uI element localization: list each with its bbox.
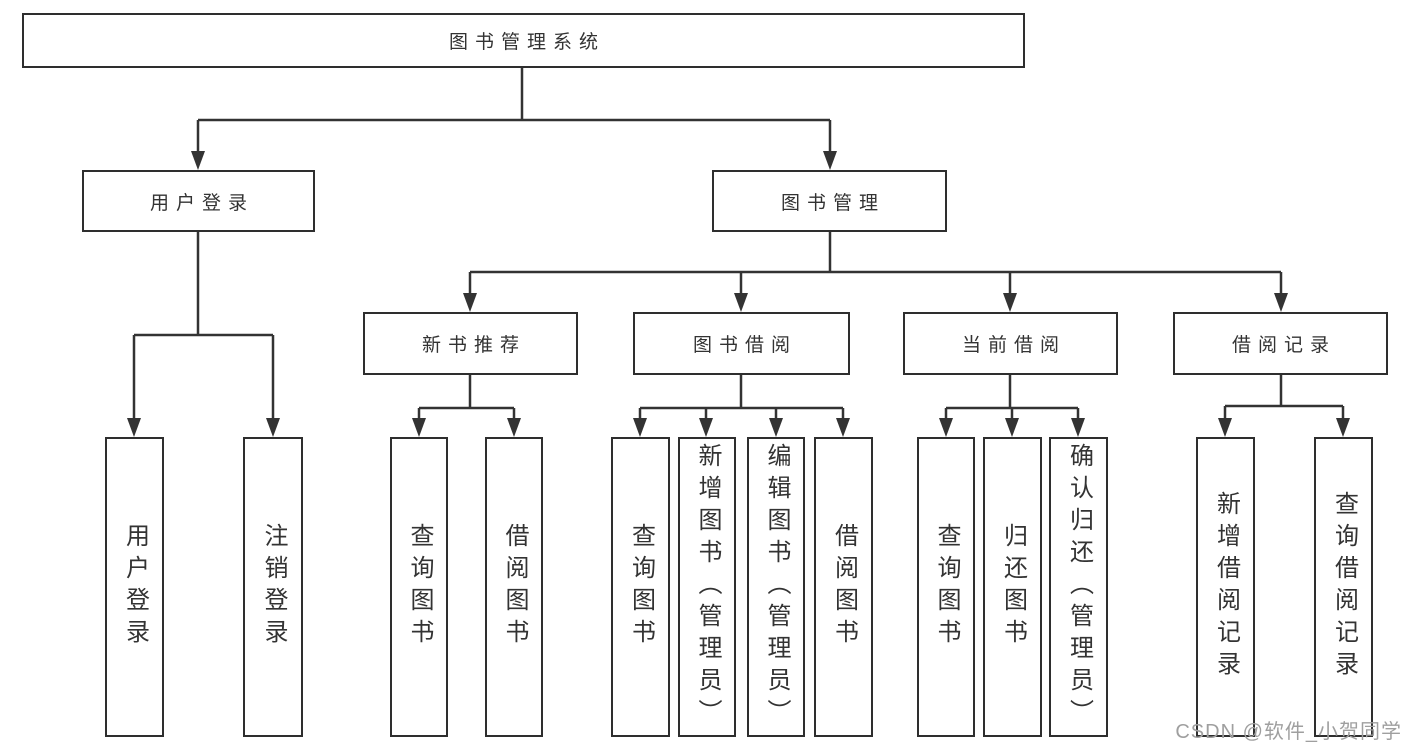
node-user-login: 用户登录	[82, 170, 315, 232]
node-borrowing-records: 借阅记录	[1173, 312, 1388, 375]
leaf-confirm-return-admin: 确认归还（管理员）	[1049, 437, 1108, 737]
node-current-borrowing: 当前借阅	[903, 312, 1118, 375]
leaf-user-login: 用户登录	[105, 437, 164, 737]
leaf-query-books-borrowing: 查询图书	[611, 437, 670, 737]
leaf-edit-books-admin: 编辑图书（管理员）	[747, 437, 805, 737]
leaf-add-borrow-record: 新增借阅记录	[1196, 437, 1255, 737]
leaf-return-books: 归还图书	[983, 437, 1042, 737]
csdn-watermark: CSDN @软件_小贺同学	[1175, 721, 1402, 743]
leaf-borrow-books-borrowing: 借阅图书	[814, 437, 873, 737]
leaf-query-books-current: 查询图书	[917, 437, 975, 737]
leaf-query-books-recommend: 查询图书	[390, 437, 448, 737]
leaf-logout: 注销登录	[243, 437, 303, 737]
leaf-query-borrow-record: 查询借阅记录	[1314, 437, 1373, 737]
node-book-management: 图书管理	[712, 170, 947, 232]
node-library-management-system: 图书管理系统	[22, 13, 1025, 68]
node-new-book-recommendation: 新书推荐	[363, 312, 578, 375]
leaf-borrow-books-recommend: 借阅图书	[485, 437, 543, 737]
leaf-add-books-admin: 新增图书（管理员）	[678, 437, 736, 737]
node-book-borrowing: 图书借阅	[633, 312, 850, 375]
